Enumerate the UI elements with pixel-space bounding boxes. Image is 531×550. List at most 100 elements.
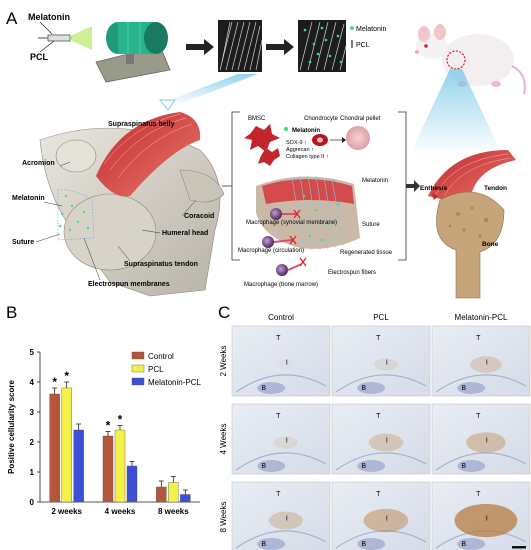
bar [73, 429, 84, 503]
bar [114, 429, 126, 503]
region-label-b: B [261, 385, 266, 392]
fiber-micrograph-melatonin [298, 20, 347, 72]
staining-region [454, 503, 518, 538]
tissue-boundary [235, 530, 327, 549]
arrow-right-icon [406, 180, 420, 192]
label-chondrocyte: Chondrocyte [304, 116, 339, 122]
y-tick-label: 0 [30, 498, 35, 507]
y-tick-label: 4 [30, 378, 35, 387]
label-enthesis: Enthesis [420, 185, 447, 192]
region-label-b: B [361, 463, 366, 470]
tissue-boundary [435, 374, 527, 393]
bone-region [457, 538, 486, 550]
arrow-right-icon [186, 39, 214, 55]
region-label-t: T [376, 491, 381, 498]
staining-region [274, 436, 298, 449]
region-label-t: T [476, 413, 481, 420]
y-axis-label: Positive cellularity score [7, 380, 16, 474]
fiber-legend-pcl: PCL [356, 42, 370, 49]
region-label-b: B [461, 541, 466, 548]
label-electrospun-fibers: Electrospun fibers [328, 270, 376, 276]
arrow-right-icon [266, 39, 294, 55]
tissue-boundary [335, 452, 427, 471]
melatonin-legend-dot [350, 26, 354, 30]
mechanism-bracket [231, 111, 240, 261]
x-tick-label: 8 weeks [158, 507, 189, 516]
label-acromion: Acromion [22, 160, 55, 167]
y-tick-label: 1 [30, 468, 35, 477]
bone-region [257, 538, 286, 550]
label-tendon: Tendon [484, 185, 507, 192]
tissue-boundary [435, 452, 527, 471]
staining-region [466, 432, 506, 453]
region-label-t: T [376, 335, 381, 342]
x-tick-label: 2 weeks [51, 507, 82, 516]
legend-label: Melatonin-PCL [148, 378, 201, 387]
legend-swatch [131, 351, 145, 360]
label-electrospun-membranes: Electrospun membranes [88, 281, 170, 288]
region-label-i: I [286, 438, 288, 445]
region-label-i: I [286, 516, 288, 523]
bar [49, 393, 60, 503]
x-tick-label: 4 weeks [105, 507, 136, 516]
row-header: 8 Weeks [219, 502, 228, 533]
shoulder-anatomy [39, 112, 225, 297]
label-regenerated-tissue: Regenerated tissue [340, 250, 393, 256]
zoom-beam-rat [412, 69, 500, 150]
tissue-boundary [335, 374, 427, 393]
electrospinning-setup [38, 22, 171, 83]
region-label-i: I [386, 516, 388, 523]
label-melatonin-mech: Melatonin [292, 128, 320, 134]
bar [180, 494, 191, 503]
label-macrophage-marrow: Macrophage (bone marrow) [244, 282, 318, 288]
region-label-i: I [486, 360, 488, 367]
staining-region [268, 511, 303, 530]
tissue-boundary [235, 374, 327, 393]
bar [168, 482, 179, 503]
bone-region [257, 382, 286, 394]
panel-a-label: A [6, 9, 18, 28]
legend-swatch [131, 364, 145, 373]
bone-region [357, 538, 386, 550]
staining-region [276, 359, 296, 370]
label-supraspinatus-tendon: Supraspinatus tendon [124, 261, 198, 268]
rat-illustration [415, 24, 526, 95]
fiber-micrograph-pcl [218, 20, 263, 72]
region-label-i: I [286, 360, 288, 367]
region-label-i: I [486, 516, 488, 523]
pcl-label: PCL [30, 52, 49, 62]
region-label-i: I [486, 438, 488, 445]
staining-region [374, 358, 398, 371]
region-label-t: T [276, 335, 281, 342]
region-label-t: T [376, 413, 381, 420]
tissue-boundary [235, 452, 327, 471]
scale-bar [512, 546, 526, 549]
column-header: PCL [373, 313, 389, 322]
staining-region [363, 508, 409, 533]
staining-region [470, 356, 502, 373]
row-header: 4 Weeks [219, 424, 228, 455]
label-aggrecan: Aggrecan ↑ [286, 147, 314, 153]
y-tick-label: 5 [30, 348, 35, 357]
enthesis-result [428, 150, 516, 299]
region-label-b: B [361, 385, 366, 392]
arrow-icon [432, 194, 438, 200]
region-label-t: T [276, 491, 281, 498]
label-macrophage-circulation: Macrophage (circulation) [238, 248, 304, 254]
mechanism-diagram [244, 124, 370, 276]
label-melatonin: Melatonin [12, 195, 45, 202]
significance-star: * [64, 369, 69, 383]
region-label-b: B [461, 463, 466, 470]
column-header: Melatonin-PCL [455, 313, 508, 322]
region-label-t: T [476, 335, 481, 342]
significance-star: * [52, 375, 57, 389]
bar [61, 387, 72, 503]
label-bmsc: BMSC [248, 116, 266, 122]
melatonin-label: Melatonin [28, 12, 70, 22]
significance-star: * [118, 413, 123, 427]
panel-b-label: B [6, 303, 17, 322]
label-suture: Suture [12, 239, 34, 246]
